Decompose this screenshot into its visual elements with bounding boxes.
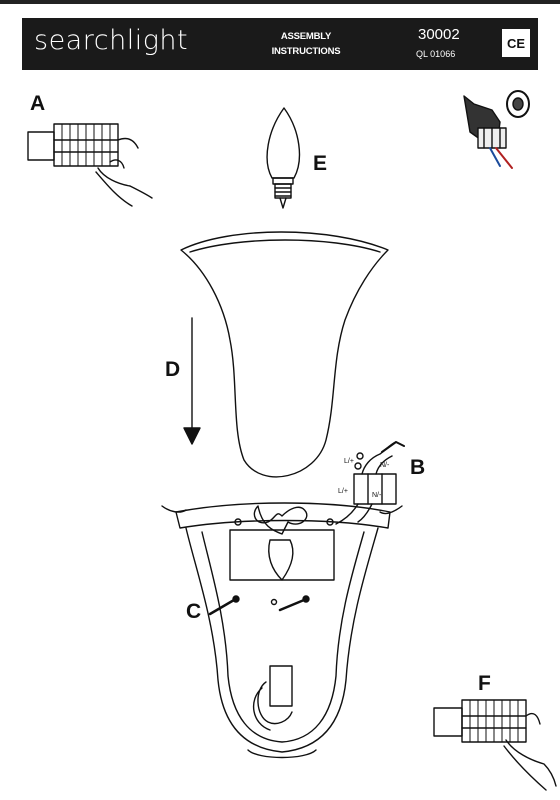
connector-detail xyxy=(463,90,530,169)
header-bar: searchlight ASSEMBLY INSTRUCTIONS 30002 … xyxy=(22,18,538,70)
step-label-d: D xyxy=(165,358,181,381)
glass-shade xyxy=(180,231,389,478)
screws xyxy=(208,595,310,616)
step-label-b: B xyxy=(410,456,426,479)
wire-label-neutral-top: N/- xyxy=(380,462,390,469)
terminal-block-f xyxy=(433,699,557,791)
top-rule xyxy=(0,0,560,4)
step-label-f: F xyxy=(478,672,491,695)
wire-label-live-bottom: L/+ xyxy=(338,488,348,495)
ql-code: QL 01066 xyxy=(416,49,456,59)
brand-logo: searchlight xyxy=(34,25,189,56)
product-code: 30002 xyxy=(418,26,460,43)
down-arrow xyxy=(183,317,201,445)
step-label-c: C xyxy=(186,600,202,623)
step-label-e: E xyxy=(313,152,328,175)
wire-label-live-top: L/+ xyxy=(344,458,354,465)
candle-bulb xyxy=(266,107,301,209)
wire-label-neutral-bottom: N/- xyxy=(372,492,382,499)
terminal-block-a xyxy=(27,123,153,207)
ce-mark: CE xyxy=(502,29,530,57)
supply-wires xyxy=(335,441,405,525)
document-title: ASSEMBLY INSTRUCTIONS xyxy=(266,29,346,59)
title-line-1: ASSEMBLY xyxy=(280,31,332,42)
step-label-a: A xyxy=(30,92,46,115)
wall-bracket xyxy=(161,502,403,759)
title-line-2: INSTRUCTIONS xyxy=(271,46,341,57)
